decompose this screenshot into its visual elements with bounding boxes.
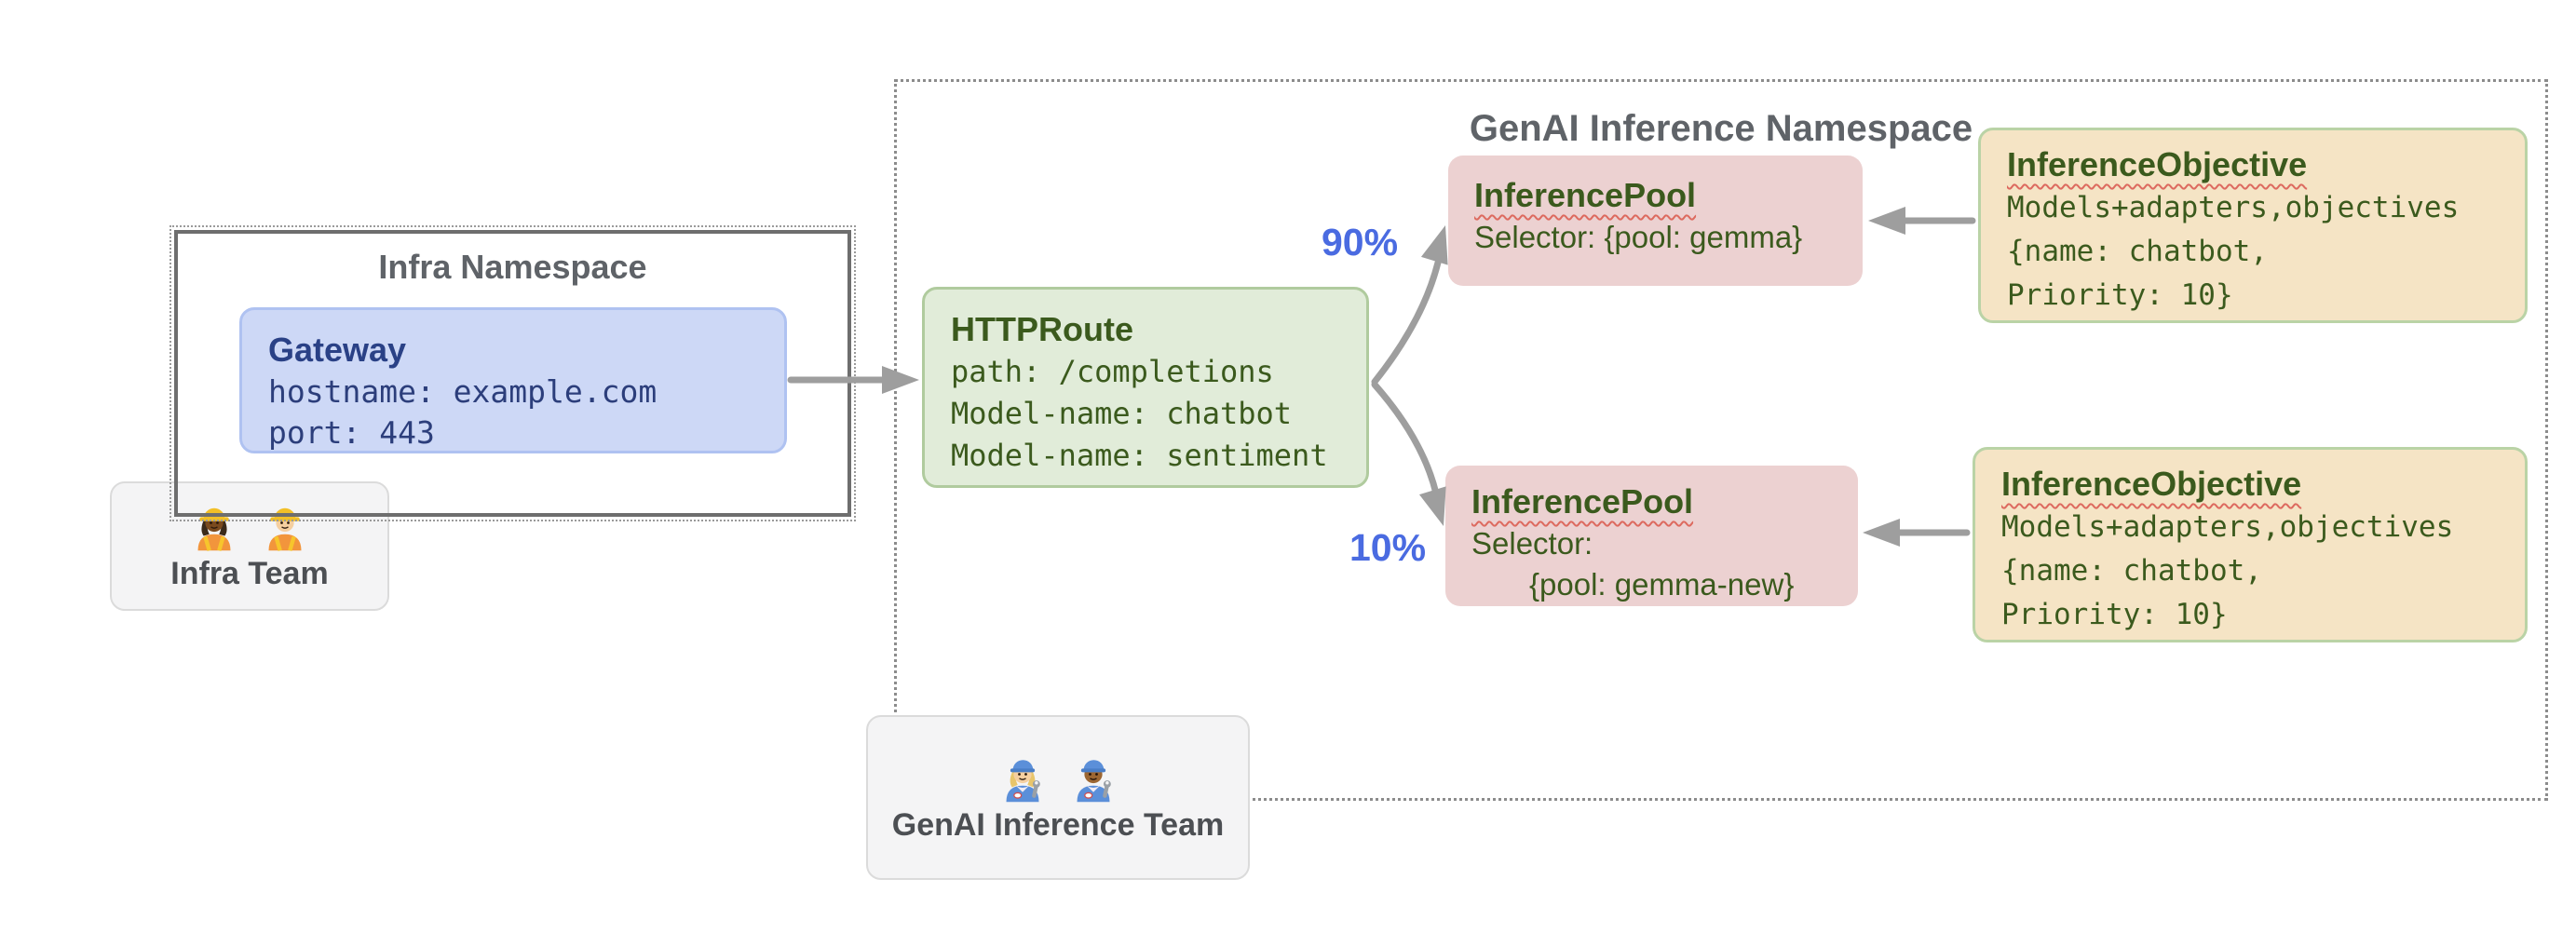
infra-namespace-box (169, 225, 856, 521)
inference-objective-top-line-1: Models+adapters,objectives (2007, 191, 2460, 224)
infra-team-label: Infra Team (170, 556, 329, 591)
inference-objective-bottom-box: InferenceObjective Models+adapters,objec… (1973, 447, 2528, 642)
infra-team-box: Infra Team (110, 481, 389, 611)
inference-pool-bottom-title: InferencePool (1471, 482, 1694, 521)
woman-mechanic-light-skin-icon (1006, 760, 1040, 803)
inference-objective-top-line-3: Priority: 10} (2007, 278, 2233, 312)
gateway-port: port: 443 (268, 414, 435, 451)
inference-objective-top-line-2: {name: chatbot, (2007, 235, 2268, 268)
woman-construction-worker-dark-skin-icon (197, 507, 231, 551)
httproute-title: HTTPRoute (951, 310, 1133, 348)
inference-pool-top-box: InferencePool Selector: {pool: gemma} (1448, 156, 1863, 286)
traffic-split-90-label: 90% (1321, 221, 1399, 264)
inference-objective-top-title: InferenceObjective (2007, 145, 2308, 183)
inference-pool-top-selector: Selector: {pool: gemma} (1474, 220, 1803, 254)
man-mechanic-medium-skin-icon (1077, 760, 1111, 803)
genai-inference-team-box: GenAI Inference Team (866, 715, 1250, 880)
httproute-box: HTTPRoute path: /completions Model-name:… (922, 287, 1369, 488)
inference-pool-bottom-selector-value: {pool: gemma-new} (1529, 567, 1795, 602)
gateway-box: Gateway hostname: example.com port: 443 (239, 307, 787, 453)
inference-objective-bottom-title: InferenceObjective (2001, 465, 2302, 503)
httproute-model-2: Model-name: sentiment (951, 438, 1328, 473)
inference-objective-bottom-line-2: {name: chatbot, (2001, 554, 2262, 588)
genai-inference-namespace-box (894, 79, 2548, 801)
gateway-hostname: hostname: example.com (268, 373, 658, 410)
inference-objective-bottom-line-3: Priority: 10} (2001, 598, 2228, 631)
inference-objective-top-box: InferenceObjective Models+adapters,objec… (1978, 128, 2528, 323)
inference-pool-bottom-selector: Selector: (1471, 526, 1593, 561)
genai-inference-team-label: GenAI Inference Team (891, 807, 1225, 843)
traffic-split-10-label: 10% (1349, 526, 1427, 569)
httproute-model-1: Model-name: chatbot (951, 396, 1293, 431)
infra-namespace-title: Infra Namespace (378, 248, 647, 286)
inference-objective-bottom-line-1: Models+adapters,objectives (2001, 510, 2454, 544)
genai-inference-namespace-title: GenAI Inference Namespace (1469, 108, 1973, 149)
inference-pool-bottom-box: InferencePool Selector: {pool: gemma-new… (1445, 466, 1858, 606)
httproute-path: path: /completions (951, 354, 1274, 389)
inference-pool-top-title: InferencePool (1474, 176, 1697, 214)
gateway-title: Gateway (268, 331, 407, 369)
